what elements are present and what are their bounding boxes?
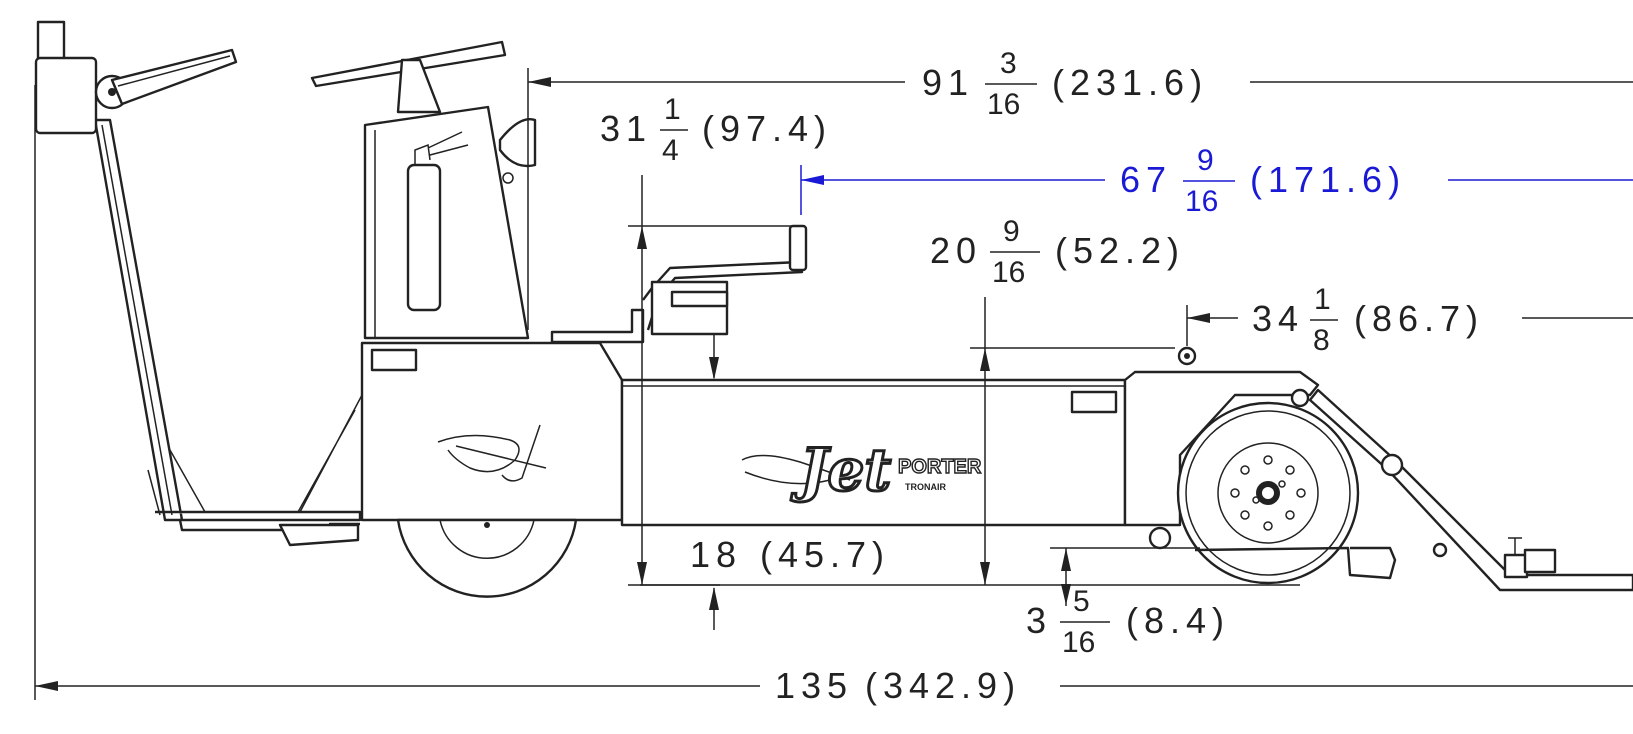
dim-overall-length-metric: (342.9) [865,665,1021,706]
steering-column [396,58,442,114]
extinguisher-nozzle [414,131,469,165]
vehicle-outline [34,20,1633,598]
step-plate [278,523,360,547]
tow-bar-inner [101,124,173,516]
mast-head [34,56,98,135]
dim-deck-height-whole: 20 [930,230,982,271]
console [363,105,530,340]
dim-ground-clearance-whole: 3 [1026,600,1052,641]
pedal-plate [670,290,729,308]
dim-frame-height: 18 (45.7) [640,534,1300,630]
dim-ground-clearance-den: 16 [1062,626,1095,659]
dim-frame-height-whole: 18 [690,534,742,575]
dim-handle-to-rear-num: 9 [1197,144,1214,177]
dim-mast-to-rear-metric: (231.6) [1052,62,1208,103]
dim-mast-to-rear: 91 3 16 (231.6) [527,47,1633,330]
dim-ground-clearance-metric: (8.4) [1126,600,1230,641]
rear-wheel-bolts [1230,455,1306,531]
dim-pin-to-rear-metric: (86.7) [1354,298,1484,339]
logo-word-text: PORTER [898,456,982,478]
dim-ground-clearance-num: 5 [1073,585,1090,618]
dim-overall-length-whole: 135 [775,665,853,706]
dim-handle-to-rear-den: 16 [1185,185,1218,218]
mast-handle-wing [110,48,238,106]
frame-badge [1070,390,1118,414]
front-brace [297,394,363,513]
front-body-emblem [437,424,547,482]
dim-pin-to-rear-whole: 34 [1252,298,1304,339]
mast-brace [147,449,206,516]
dim-handle-height-whole: 31 [600,108,652,149]
dim-pin-to-rear: 34 1 8 (86.7) [1186,283,1633,357]
seat-bracket [550,308,645,344]
dim-handle-to-rear-whole: 67 [1120,159,1172,200]
jetporter-logo: Jet PORTER TRONAIR [741,435,983,506]
rear-lift-arm [1308,388,1633,592]
dim-mast-to-rear-den: 16 [987,88,1020,121]
extinguisher [406,163,442,312]
dim-frame-height-metric: (45.7) [760,534,890,575]
pedal-block [650,280,729,336]
dim-deck-height-den: 16 [992,256,1025,289]
dim-handle-height-num: 1 [664,93,681,126]
dim-deck-height-metric: (52.2) [1055,230,1185,271]
tow-bar [93,118,184,522]
dim-pin-to-rear-num: 1 [1314,283,1331,316]
lift-handle-grip [788,224,808,272]
dim-mast-to-rear-num: 3 [1000,47,1017,80]
logo-script-text: Jet [790,436,891,504]
dim-mast-to-rear-whole: 91 [922,62,974,103]
dim-handle-to-rear-metric: (171.6) [1250,159,1406,200]
front-body-badge [370,348,418,372]
dim-overall-length: 135 (342.9) [34,85,1633,706]
headlamp [498,118,537,168]
dim-handle-height-den: 4 [662,134,679,167]
dim-deck-height-num: 9 [1003,215,1020,248]
rear-hydraulic [1194,546,1397,580]
dim-pin-to-rear-den: 8 [1313,324,1330,357]
mast-cap [36,20,66,62]
dim-handle-height-metric: (97.4) [702,108,832,149]
dim-ground-clearance: 3 5 16 (8.4) [1026,547,1230,659]
dim-handle-to-rear: 67 9 16 (171.6) [800,144,1633,218]
logo-small-text: TRONAIR [905,482,946,492]
rear-housing [1123,370,1320,527]
dim-deck-height: 20 9 16 (52.2) [930,215,1185,585]
